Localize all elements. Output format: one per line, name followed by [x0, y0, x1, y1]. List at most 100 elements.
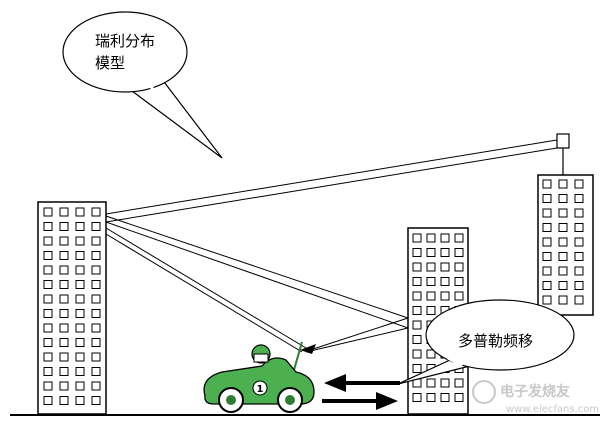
- building-window: [75, 352, 85, 362]
- building-window: [75, 280, 85, 289]
- building-window: [440, 378, 450, 388]
- building-window: [75, 367, 85, 376]
- building-window: [91, 396, 101, 405]
- building-window: [454, 233, 464, 243]
- building-window: [43, 352, 53, 362]
- building-window: [426, 262, 436, 272]
- building-window: [542, 208, 552, 218]
- building-window: [558, 295, 568, 305]
- building-window: [59, 294, 69, 304]
- arrow-right: [322, 392, 398, 410]
- building-window: [59, 338, 69, 347]
- building-window: [412, 349, 422, 359]
- building-window: [43, 265, 53, 275]
- building-window: [426, 233, 436, 243]
- car: 1: [203, 341, 315, 413]
- building-window: [75, 323, 85, 333]
- building-window: [75, 294, 85, 304]
- building-window: [75, 251, 85, 260]
- building-window: [43, 323, 53, 333]
- building-window: [426, 378, 436, 388]
- ray-direct-lower: [105, 147, 558, 223]
- building-window: [440, 233, 450, 243]
- car-number: 1: [257, 384, 264, 395]
- rayleigh-label-line1: 瑞利分布: [95, 32, 155, 50]
- building-window: [59, 222, 69, 231]
- building-window: [440, 248, 450, 257]
- right-building: [537, 174, 594, 316]
- building-window: [542, 281, 552, 290]
- building-window: [454, 248, 464, 257]
- building-window: [59, 367, 69, 376]
- watermark-name: 电子发烧友: [500, 383, 570, 400]
- building-window: [558, 194, 568, 203]
- building-window: [426, 306, 436, 315]
- building-window: [91, 381, 101, 391]
- building-window: [412, 233, 422, 243]
- building-window: [542, 252, 552, 261]
- building-window: [558, 223, 568, 232]
- watermark: 电子发烧友 www.elecfans.com: [472, 380, 599, 415]
- arrow-left: [324, 374, 400, 392]
- building-window: [91, 236, 101, 246]
- building-window: [75, 338, 85, 347]
- building-window: [43, 294, 53, 304]
- doppler-label: 多普勒频移: [458, 332, 533, 350]
- building-window: [574, 281, 584, 290]
- motion-arrows: [322, 374, 400, 410]
- building-window: [426, 248, 436, 257]
- building-window: [426, 277, 436, 286]
- building-window: [574, 252, 584, 261]
- building-window: [75, 309, 85, 318]
- building-window: [574, 194, 584, 203]
- building-window: [412, 306, 422, 315]
- building-window: [59, 265, 69, 275]
- building-window: [542, 194, 552, 203]
- building-window: [91, 265, 101, 275]
- building-window: [542, 237, 552, 247]
- building-window: [75, 381, 85, 391]
- building-window: [426, 349, 436, 359]
- ray-to-car-2: [105, 233, 303, 353]
- building-window: [440, 291, 450, 301]
- building-window: [43, 236, 53, 246]
- building-window: [91, 207, 101, 217]
- building-window: [426, 291, 436, 301]
- watermark-logo-icon: [472, 380, 496, 404]
- building-window: [75, 265, 85, 275]
- building-window: [91, 367, 101, 376]
- building-window: [43, 309, 53, 318]
- building-window: [91, 222, 101, 231]
- building-window: [59, 207, 69, 217]
- building-window: [59, 396, 69, 405]
- building-window: [454, 291, 464, 301]
- building-window: [91, 280, 101, 289]
- building-window: [412, 262, 422, 272]
- building-window: [440, 393, 450, 402]
- building-window: [454, 393, 464, 402]
- building-window: [91, 251, 101, 260]
- doppler-speech-bubble: 多普勒频移: [397, 299, 575, 385]
- ray-mid-to-car-1: [309, 317, 409, 351]
- building-window: [558, 266, 568, 276]
- building-window: [412, 248, 422, 257]
- building-window: [542, 266, 552, 276]
- building-window: [43, 381, 53, 391]
- building-window: [43, 251, 53, 260]
- watermark-url: www.elecfans.com: [506, 404, 599, 415]
- ray-reflect-1: [105, 215, 409, 319]
- building-window: [91, 323, 101, 333]
- building-window: [574, 295, 584, 305]
- building-window: [59, 280, 69, 289]
- building-window: [558, 281, 568, 290]
- building-window: [75, 222, 85, 231]
- ray-reflect-2: [105, 221, 409, 329]
- building-window: [574, 208, 584, 218]
- building-window: [542, 223, 552, 232]
- building-window: [558, 237, 568, 247]
- building-window: [59, 381, 69, 391]
- building-window: [558, 179, 568, 189]
- building-window: [59, 236, 69, 246]
- building-window: [59, 323, 69, 333]
- building-window: [574, 266, 584, 276]
